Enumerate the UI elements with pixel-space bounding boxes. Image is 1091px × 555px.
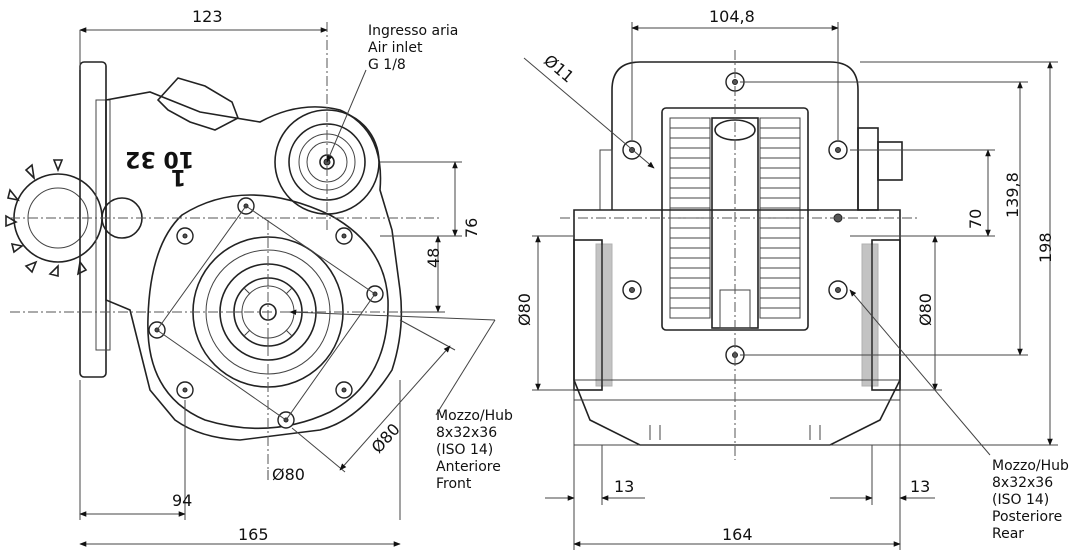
hub-front-line2: 8x32x36 bbox=[436, 425, 497, 441]
front-dimensions: 123 76 48 94 165 Ø80 Ø80 bbox=[79, 7, 481, 547]
hub-front-callout: Mozzo/Hub 8x32x36 (ISO 14) Anteriore Fro… bbox=[289, 309, 513, 492]
dim-13-left: 13 bbox=[614, 477, 634, 496]
hub-front-line3: (ISO 14) bbox=[436, 442, 493, 458]
pump-body bbox=[105, 91, 403, 441]
hub-rear-line4: Posteriore bbox=[992, 509, 1062, 525]
dim-164: 164 bbox=[722, 525, 753, 544]
dim-pcd-80: Ø80 bbox=[272, 465, 305, 484]
mounting-plate bbox=[147, 194, 389, 430]
dim-spigot-left: Ø80 bbox=[515, 293, 534, 326]
front-center-lines bbox=[10, 22, 440, 475]
hub-front-line4: Anteriore bbox=[436, 459, 501, 475]
body-stamp: 10 32 bbox=[125, 146, 194, 171]
air-inlet-line3: G 1/8 bbox=[368, 57, 406, 73]
body-stamp-mark: 1 bbox=[171, 164, 186, 189]
side-housing bbox=[611, 61, 859, 210]
dim-hole-11: Ø11 bbox=[540, 51, 577, 87]
hub-front-line5: Front bbox=[436, 476, 472, 492]
dim-70: 70 bbox=[966, 209, 985, 229]
side-dimensions: 104,8 Ø11 70 139,8 198 Ø80 Ø80 13 13 bbox=[515, 7, 1058, 550]
dim-diag-80: Ø80 bbox=[368, 420, 404, 457]
dim-139-8: 139,8 bbox=[1003, 172, 1022, 218]
dim-165: 165 bbox=[238, 525, 269, 544]
air-inlet-callout: Ingresso aria Air inlet G 1/8 bbox=[326, 23, 458, 163]
bolt-holes bbox=[148, 197, 384, 429]
hub-rear-callout: Mozzo/Hub 8x32x36 (ISO 14) Posteriore Re… bbox=[849, 289, 1069, 542]
dim-48: 48 bbox=[424, 248, 443, 268]
side-view bbox=[573, 61, 903, 446]
dim-198: 198 bbox=[1036, 232, 1055, 263]
dim-94: 94 bbox=[172, 491, 192, 510]
dim-123: 123 bbox=[192, 7, 223, 26]
dim-spigot-right: Ø80 bbox=[916, 293, 935, 326]
hub-rear-line5: Rear bbox=[992, 526, 1024, 542]
hub-rear-line1: Mozzo/Hub bbox=[992, 458, 1069, 474]
side-center-lines bbox=[560, 50, 920, 460]
front-view: 10 32 1 bbox=[5, 61, 403, 441]
hub-front-line1: Mozzo/Hub bbox=[436, 408, 513, 424]
hex-fitting bbox=[156, 77, 239, 131]
dim-13-right: 13 bbox=[910, 477, 930, 496]
dim-104-8: 104,8 bbox=[709, 7, 755, 26]
hub-rear-line3: (ISO 14) bbox=[992, 492, 1049, 508]
hub-rear-line2: 8x32x36 bbox=[992, 475, 1053, 491]
air-inlet-line1: Ingresso aria bbox=[368, 23, 458, 39]
dim-76: 76 bbox=[462, 218, 481, 238]
air-inlet-line2: Air inlet bbox=[368, 40, 423, 56]
